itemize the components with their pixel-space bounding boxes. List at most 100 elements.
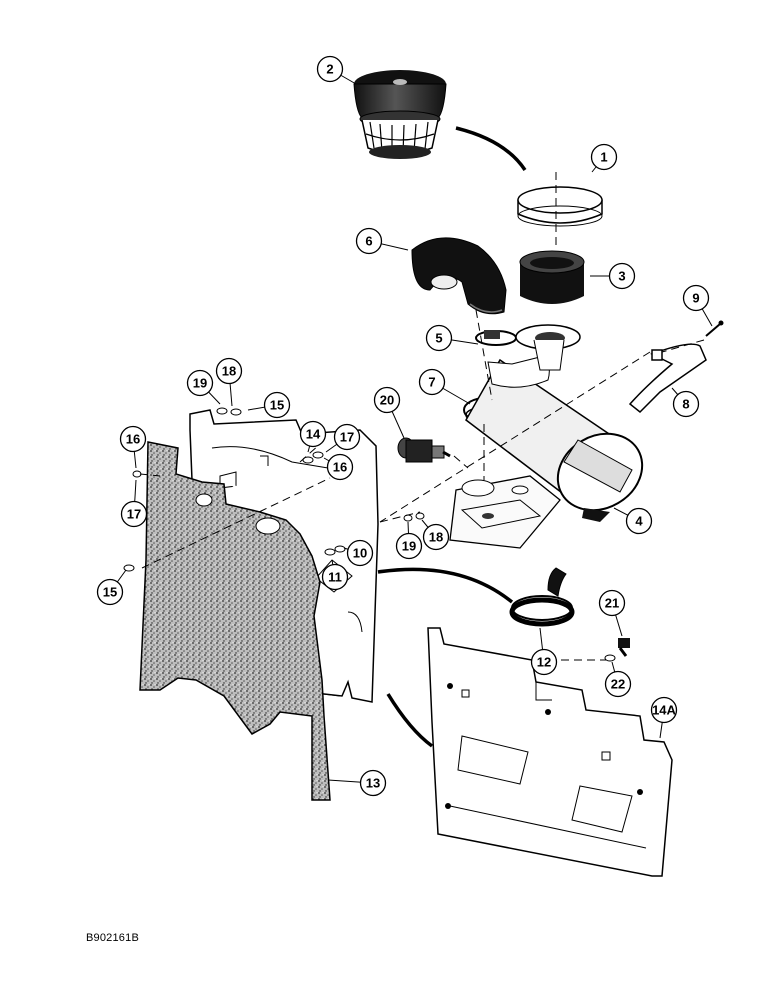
callout-balloon bbox=[119, 425, 147, 453]
callout-balloon bbox=[299, 420, 327, 448]
callout-number: 17 bbox=[127, 507, 141, 522]
callout-c17a: 17 bbox=[325, 423, 361, 453]
callout-number: 7 bbox=[428, 375, 435, 390]
callout-balloon bbox=[682, 284, 710, 312]
callout-number: 11 bbox=[328, 570, 342, 585]
cover-plate-part bbox=[427, 627, 673, 877]
callout-balloon bbox=[625, 507, 653, 535]
callout-number: 12 bbox=[537, 655, 551, 670]
callout-balloon bbox=[425, 324, 453, 352]
callout-c12: 12 bbox=[530, 627, 558, 676]
callout-number: 14 bbox=[306, 427, 321, 442]
callout-balloon bbox=[590, 143, 618, 171]
callout-number: 9 bbox=[692, 291, 699, 306]
callout-c15a: 15 bbox=[247, 391, 291, 419]
callout-number: 4 bbox=[635, 514, 643, 529]
callout-balloon bbox=[418, 368, 446, 396]
callout-balloon bbox=[598, 589, 626, 617]
bolt-part bbox=[705, 320, 724, 337]
callout-number: 16 bbox=[333, 460, 347, 475]
callout-number: 19 bbox=[193, 376, 207, 391]
callout-number: 15 bbox=[270, 398, 284, 413]
callout-number: 1 bbox=[600, 150, 607, 165]
callout-c18a: 18 bbox=[215, 357, 243, 407]
callout-balloon bbox=[355, 227, 383, 255]
callout-c1: 1 bbox=[590, 143, 618, 173]
air-cleaner-part bbox=[465, 324, 644, 522]
callout-c14a: 14A bbox=[650, 696, 678, 739]
callout-c11: 11 bbox=[321, 559, 349, 591]
callout-balloon bbox=[263, 391, 291, 419]
callout-balloon bbox=[395, 532, 423, 560]
callout-balloon bbox=[530, 648, 558, 676]
callout-number: 13 bbox=[366, 776, 380, 791]
callout-c9: 9 bbox=[682, 284, 713, 327]
callout-c22: 22 bbox=[604, 661, 632, 698]
callout-c10: 10 bbox=[343, 539, 374, 567]
callout-balloon bbox=[422, 523, 450, 551]
callout-balloon bbox=[215, 357, 243, 385]
callout-c16b: 16 bbox=[323, 453, 354, 481]
callout-number: 8 bbox=[682, 397, 689, 412]
callout-c21: 21 bbox=[598, 589, 626, 637]
callout-c2: 2 bbox=[316, 55, 357, 85]
callout-balloon bbox=[316, 55, 344, 83]
callout-c14: 14 bbox=[299, 420, 327, 453]
assembly-arrow bbox=[455, 126, 527, 171]
document-code: B902161B bbox=[86, 932, 139, 944]
mounting-base bbox=[449, 475, 561, 549]
assembly-dashed-lines bbox=[139, 172, 705, 661]
callout-number: 18 bbox=[222, 364, 236, 379]
callout-number: 20 bbox=[380, 393, 394, 408]
callout-c4: 4 bbox=[613, 507, 653, 535]
callout-balloon bbox=[333, 423, 361, 451]
callout-number: 22 bbox=[611, 677, 625, 692]
elbow-hose-part bbox=[411, 237, 507, 315]
callout-number: 2 bbox=[326, 62, 333, 77]
callout-balloon bbox=[650, 696, 678, 724]
sleeve-part bbox=[519, 250, 585, 304]
assembly-arrow bbox=[386, 693, 434, 748]
callout-number: 19 bbox=[402, 539, 416, 554]
callout-balloon bbox=[359, 769, 387, 797]
callout-balloon bbox=[186, 369, 214, 397]
callout-c6: 6 bbox=[355, 227, 409, 255]
small-hardware bbox=[123, 407, 425, 572]
callout-balloon bbox=[373, 386, 401, 414]
callout-number: 21 bbox=[605, 596, 619, 611]
callout-number: 3 bbox=[618, 269, 625, 284]
callout-balloon bbox=[326, 453, 354, 481]
callout-c18b: 18 bbox=[421, 519, 450, 551]
precleaner-cap-part bbox=[353, 70, 447, 159]
callout-c3: 3 bbox=[590, 262, 636, 290]
callout-balloon bbox=[346, 539, 374, 567]
callout-c8: 8 bbox=[671, 387, 700, 418]
callout-balloon bbox=[120, 500, 148, 528]
callout-c20: 20 bbox=[373, 386, 405, 439]
callout-c16a: 16 bbox=[119, 425, 147, 469]
callout-number: 15 bbox=[103, 585, 117, 600]
callout-number: 5 bbox=[435, 331, 442, 346]
callout-c5: 5 bbox=[425, 324, 479, 352]
cap-part bbox=[517, 186, 603, 227]
callout-c7: 7 bbox=[418, 368, 471, 405]
callout-c19a: 19 bbox=[186, 369, 221, 405]
assembly-arrow bbox=[377, 567, 514, 604]
callout-number: 14A bbox=[652, 703, 676, 718]
callout-number: 16 bbox=[126, 432, 140, 447]
callout-balloon bbox=[672, 390, 700, 418]
callout-c15b: 15 bbox=[96, 569, 127, 606]
callout-balloon bbox=[608, 262, 636, 290]
callout-c13: 13 bbox=[327, 769, 387, 797]
callout-c19b: 19 bbox=[395, 521, 423, 560]
callout-number: 18 bbox=[429, 530, 443, 545]
callout-number: 6 bbox=[365, 234, 372, 249]
bolt-washer-part bbox=[604, 638, 630, 662]
callout-number: 10 bbox=[353, 546, 367, 561]
callout-balloon bbox=[604, 670, 632, 698]
callout-number: 17 bbox=[340, 430, 354, 445]
seal-ring-part bbox=[509, 567, 575, 627]
